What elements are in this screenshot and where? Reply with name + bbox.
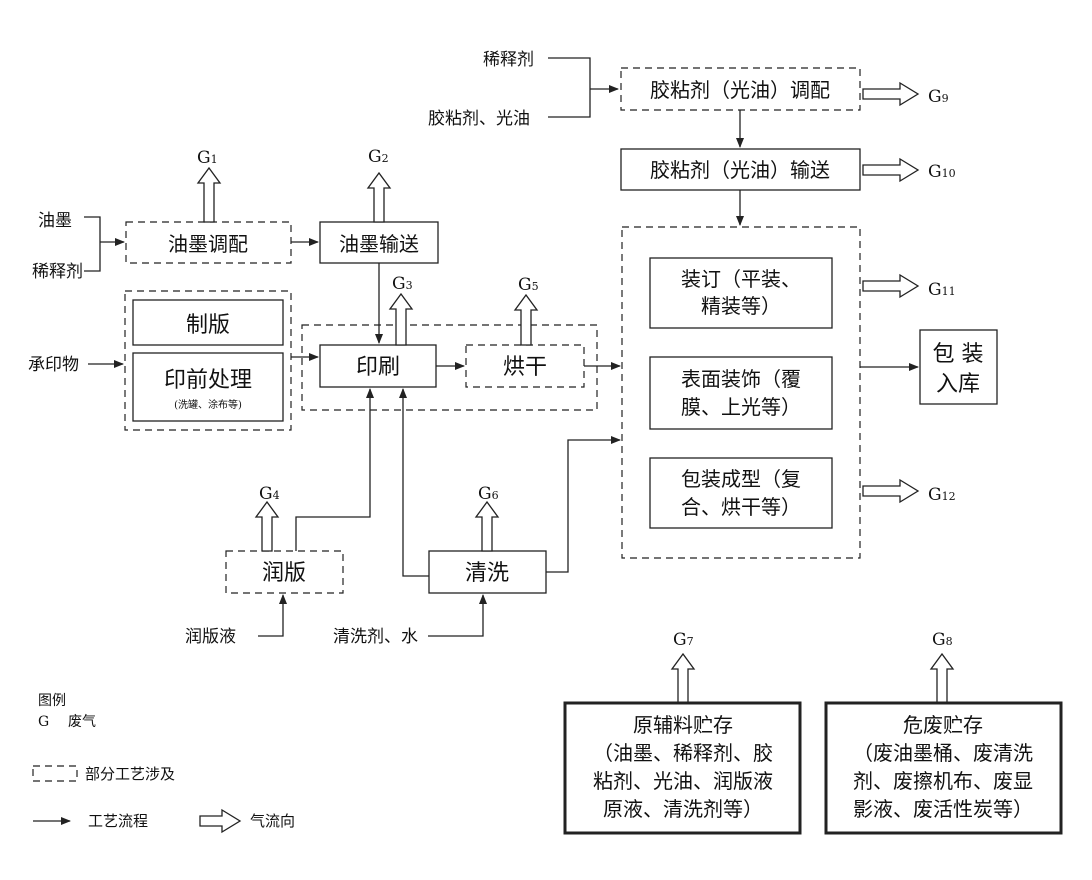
input-fountain-solution: 润版液 [185,627,236,647]
gas-g10: G10 [928,162,956,182]
decoration-box [649,356,833,430]
input-diluent: 稀释剂 [32,262,83,282]
gas-arrow-g6 [474,500,500,552]
gas-arrow-g9 [862,81,920,107]
raw-storage-line2: 粘剂、光油、润版液 [593,769,773,793]
gas-g2: G2 [368,147,389,167]
gas-arrow-g11 [862,273,920,299]
gas-arrow-g2 [366,171,392,223]
hazard-storage-box [824,701,1063,835]
ink-mix-label: 油墨调配 [168,232,248,256]
ink-convey-box [319,221,439,264]
plate-making-label: 制版 [186,313,230,338]
legend-g-desc: 废气 [68,714,96,730]
gas-arrow-g4 [254,500,280,552]
ink-convey-label: 油墨输送 [339,232,419,256]
legend-process-desc: 工艺流程 [88,812,148,830]
gas-arrow-g10 [862,157,920,183]
packing-box [919,329,998,405]
cleaning-box [428,550,547,594]
gas-g7: G7 [673,630,694,650]
legend-gasflow-arrow [199,808,242,834]
printing-group-box [301,324,598,411]
gas-g12: G12 [928,485,956,505]
fountain-box [225,550,344,594]
input-diluent-top: 稀释剂 [483,50,534,70]
raw-storage-line1: （油墨、稀释剂、胶 [593,741,773,765]
glue-mix-label: 胶粘剂（光油）调配 [650,78,830,102]
forming-label-line2: 合、烘干等） [681,495,801,519]
gas-g6: G6 [478,484,499,504]
hazard-storage-line2: 剂、废擦机布、废显 [853,769,1033,793]
hazard-storage-line3: 影液、废活性炭等） [853,797,1033,821]
packing-label-line1: 包 装 [933,342,984,367]
hazard-storage-title: 危废贮存 [903,713,983,737]
gas-g9: G9 [928,87,949,107]
glue-input-bracket [548,57,591,118]
hazard-storage-line1: （废油墨桶、废清洗 [853,741,1033,765]
gas-g3: G3 [392,274,413,294]
decoration-label-line2: 膜、上光等） [681,395,801,419]
legend-title: 图例 [38,693,66,709]
gas-g1: G1 [197,148,218,168]
forming-box [649,457,833,529]
legend-gasflow-desc: 气流向 [250,812,295,830]
arrow-cleaner-water [428,594,487,637]
gas-g8: G8 [932,630,953,650]
packing-label-line2: 入库 [936,372,980,397]
gas-g4: G4 [259,484,280,504]
prepress-sublabel: (洗罐、涂布等) [174,398,242,411]
arrow-cleaning-to-printing [399,388,429,577]
arrow-cleaning-to-postpress [546,436,621,573]
binding-box [649,257,833,329]
prepress-group-box [124,290,292,431]
printing-box [319,344,437,388]
input-substrate: 承印物 [28,355,79,375]
binding-label-line1: 装订（平装、 [681,267,801,291]
glue-convey-label: 胶粘剂（光油）输送 [650,158,830,182]
gas-arrow-g1 [196,166,222,223]
legend-dashed-box [32,765,78,782]
gas-arrow-g7 [670,652,696,704]
binding-label-line2: 精装等） [701,294,781,318]
ink-input-bracket [84,216,101,272]
gas-arrow-g3 [388,292,414,346]
plate-making-box [132,299,284,346]
legend-dashed-desc: 部分工艺涉及 [85,765,175,783]
gas-arrow-g12 [862,478,920,504]
gas-g11: G11 [928,280,956,300]
printing-label: 印刷 [356,355,400,380]
arrow-fountain-solution [258,594,287,637]
postpress-group-box [621,226,861,559]
gas-arrow-g8 [929,652,955,704]
prepress-box [132,352,284,422]
drying-label: 烘干 [503,355,547,380]
cleaning-label: 清洗 [465,561,509,586]
raw-storage-box [563,701,802,835]
raw-storage-line3: 原液、清洗剂等） [603,797,763,821]
prepress-label: 印前处理 [164,368,252,393]
gas-g5: G5 [518,275,539,295]
gas-arrow-g5 [513,293,539,346]
input-glue-varnish: 胶粘剂、光油 [428,109,530,129]
legend-g-symbol: G [38,714,49,730]
input-ink: 油墨 [38,211,72,231]
input-cleaner-water: 清洗剂、水 [333,627,418,647]
decoration-label-line1: 表面装饰（覆 [681,367,801,391]
arrow-fountain-to-printing [295,388,374,551]
raw-storage-title: 原辅料贮存 [633,713,733,737]
fountain-label: 润版 [262,561,306,586]
forming-label-line1: 包装成型（复 [681,467,801,491]
